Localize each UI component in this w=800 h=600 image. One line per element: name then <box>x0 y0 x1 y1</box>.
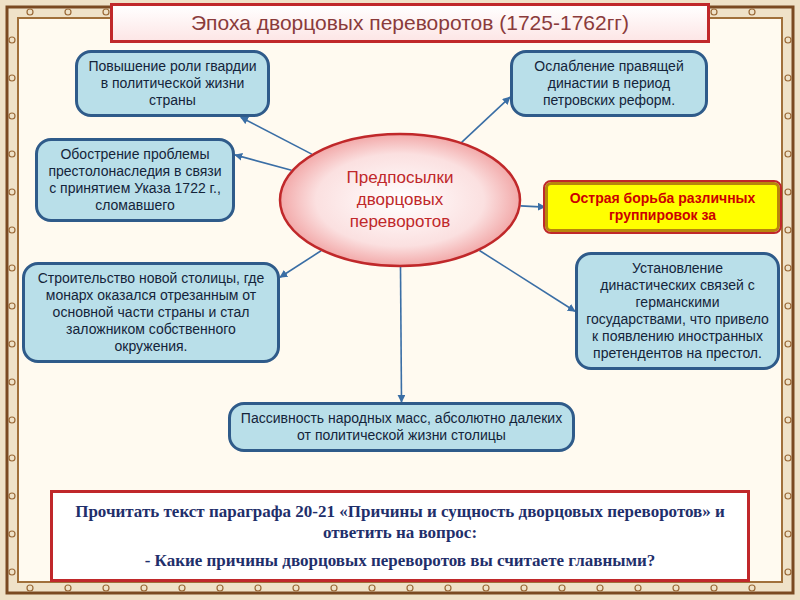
ornament-curl <box>293 585 299 591</box>
ornament-curl <box>785 265 791 271</box>
node-text: Предпосылки дворцовых переворотов <box>312 167 488 233</box>
ornament-curl <box>445 585 451 591</box>
ornament-curl <box>179 585 185 591</box>
ornament-curl <box>103 9 109 15</box>
ornament-curl <box>711 585 717 591</box>
frame-panel <box>18 18 782 582</box>
cause-box: Установление династических связей с герм… <box>575 252 780 370</box>
cause-box: Ослабление правящей династии в период пе… <box>510 50 708 117</box>
ornament-curl <box>9 37 15 43</box>
ornament-curl <box>597 585 603 591</box>
ornament-curls <box>9 9 791 591</box>
ornament-curl <box>9 151 15 157</box>
ornament-curl <box>521 585 527 591</box>
ornament-curl <box>217 585 223 591</box>
cause-box: Повышение роли гвардии в политической жи… <box>75 50 270 117</box>
ornament-curl <box>785 303 791 309</box>
frame-outer <box>7 7 793 593</box>
node-text: Повышение роли гвардии в политической жи… <box>86 58 259 109</box>
connector-arrow <box>462 97 510 142</box>
ornament-curl <box>785 417 791 423</box>
ornament-curl <box>65 9 71 15</box>
ornament-curl <box>9 493 15 499</box>
ornament-curl <box>9 379 15 385</box>
ornament-curl <box>27 9 33 15</box>
ornament-curl <box>331 585 337 591</box>
node-subtext: - Какие причины дворцовых переворотов вы… <box>67 550 733 571</box>
ornament-curl <box>559 585 565 591</box>
ornament-curl <box>785 379 791 385</box>
ornament-curl <box>711 9 717 15</box>
ornament-curl <box>9 417 15 423</box>
ornament-curl <box>369 585 375 591</box>
ornament-curl <box>9 341 15 347</box>
ornament-curl <box>9 303 15 309</box>
highlight-box: Острая борьба различных группировок за <box>545 182 780 232</box>
ornament-curl <box>9 455 15 461</box>
connector-arrow <box>521 206 545 207</box>
ornament-curl <box>255 585 261 591</box>
ornament-curl <box>65 585 71 591</box>
title-text: Эпоха дворцовых переворотов (1725-1762гг… <box>121 11 699 35</box>
ornament-curl <box>9 75 15 81</box>
node-text: Острая борьба различных группировок за <box>556 190 769 224</box>
ornament-curl <box>785 37 791 43</box>
ornament-curl <box>103 585 109 591</box>
ornament-curl <box>749 9 755 15</box>
ornament-curl <box>9 265 15 271</box>
connector-arrow <box>479 251 575 312</box>
connector-arrow <box>280 251 321 277</box>
connector-arrow <box>400 267 401 402</box>
ornament-curl <box>785 455 791 461</box>
ornament-curl <box>785 531 791 537</box>
ornament-curl <box>785 341 791 347</box>
ellipse-text-wrap: Предпосылки дворцовых переворотов <box>312 167 488 233</box>
ornament-curl <box>785 569 791 575</box>
ornament-curl <box>785 75 791 81</box>
ornament-curl <box>9 113 15 119</box>
node-text: Обострение проблемы престолонаследия в с… <box>46 146 224 214</box>
connector-arrow <box>241 117 312 154</box>
ornament-curl <box>673 585 679 591</box>
node-text: Прочитать текст параграфа 20-21 «Причины… <box>67 501 733 544</box>
task-box: Прочитать текст параграфа 20-21 «Причины… <box>50 490 750 582</box>
ornament-curl <box>483 585 489 591</box>
ornament-curl <box>9 227 15 233</box>
ornament-curl <box>9 531 15 537</box>
cause-box: Обострение проблемы престолонаследия в с… <box>35 138 235 222</box>
ornament-curl <box>785 189 791 195</box>
ornament-curl <box>785 151 791 157</box>
ornament-curl <box>9 189 15 195</box>
ornament-curl <box>407 585 413 591</box>
node-text: Пассивность народных масс, абсолютно дал… <box>239 410 564 444</box>
ornament-curl <box>749 585 755 591</box>
connector-arrow <box>235 155 292 170</box>
node-text: Установление династических связей с герм… <box>586 260 769 362</box>
ornament-curl <box>27 585 33 591</box>
title-box: Эпоха дворцовых переворотов (1725-1762гг… <box>110 3 710 43</box>
central-ellipse: Предпосылки дворцовых переворотов <box>278 132 522 268</box>
cause-box: Строительство новой столицы, где монарх … <box>22 262 280 363</box>
node-text: Строительство новой столицы, где монарх … <box>33 270 269 355</box>
cause-box: Пассивность народных масс, абсолютно дал… <box>228 402 575 452</box>
ornament-curl <box>635 585 641 591</box>
ornament-curl <box>785 113 791 119</box>
ornament-curl <box>785 493 791 499</box>
ornament-curl <box>9 569 15 575</box>
ellipse-shape <box>280 134 520 266</box>
node-text: Ослабление правящей династии в период пе… <box>521 58 697 109</box>
ornament-curl <box>141 585 147 591</box>
ornament-curl <box>785 227 791 233</box>
